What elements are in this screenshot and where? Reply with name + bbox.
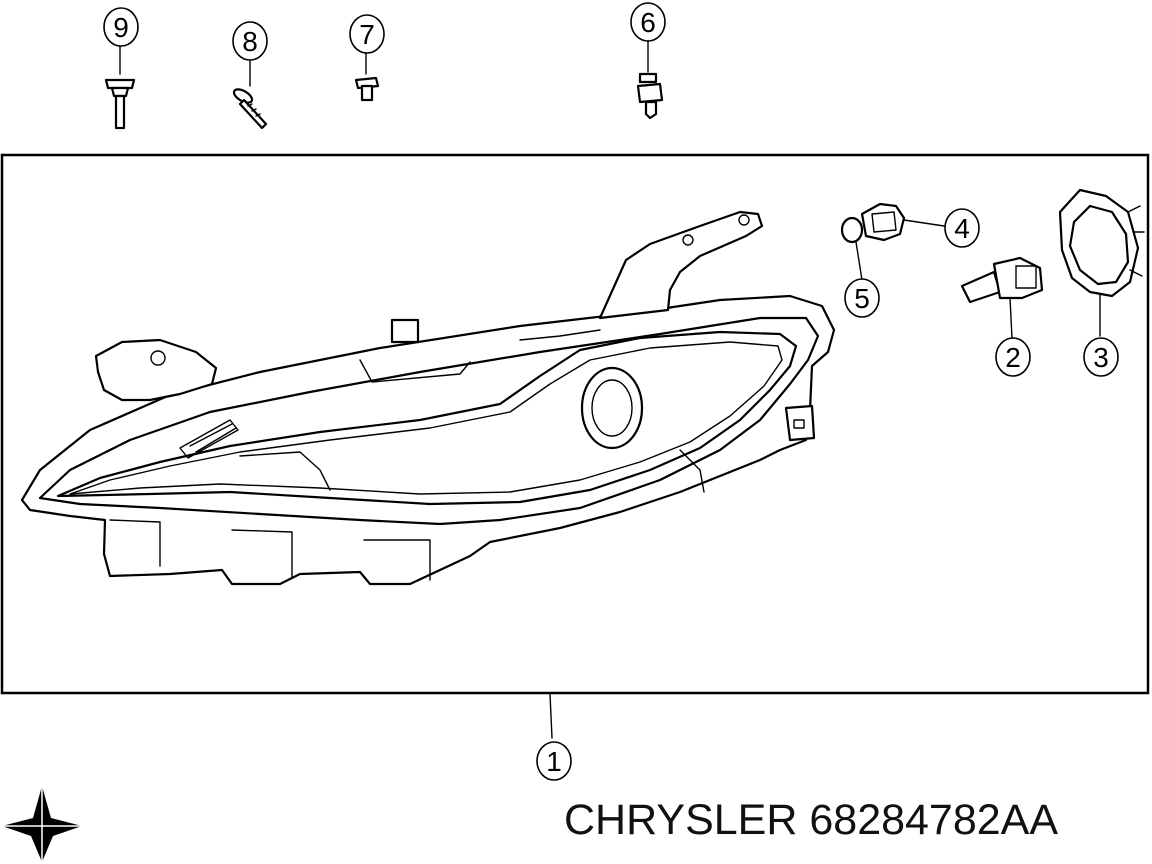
socket-4-part [860,202,945,242]
callout-7: 7 [349,14,385,54]
headlamp-assembly [20,210,836,586]
svg-text:9: 9 [113,12,129,43]
svg-text:4: 4 [954,213,970,244]
svg-text:1: 1 [546,746,562,777]
clip-7-part [354,51,380,102]
leader-1 [549,693,553,739]
svg-text:5: 5 [854,283,870,314]
brand-label: CHRYSLER [564,796,798,844]
bulb-2-part [960,256,1044,339]
bulb-5-part [840,216,864,281]
callout-2: 2 [995,337,1031,377]
svg-text:3: 3 [1093,342,1109,373]
callout-3: 3 [1083,337,1119,377]
callout-8: 8 [232,21,268,61]
bolt-9-part [104,45,136,130]
callout-6: 6 [630,2,666,42]
svg-text:8: 8 [242,26,258,57]
pushpin-6-part [636,39,664,120]
svg-text:7: 7 [359,19,375,50]
part-number-caption: CHRYSLER 68284782AA [564,796,1058,845]
part-number-label: 68284782AA [809,796,1059,844]
ring-3-part [1058,188,1145,337]
pentastar-logo-icon [2,786,82,862]
svg-text:6: 6 [640,7,656,38]
screw-8-part [232,57,268,130]
headlamp-frame [0,153,1150,695]
callout-1: 1 [536,741,572,781]
svg-text:2: 2 [1005,342,1021,373]
callout-5: 5 [844,278,880,318]
callout-9: 9 [103,7,139,47]
callout-4: 4 [944,208,980,248]
